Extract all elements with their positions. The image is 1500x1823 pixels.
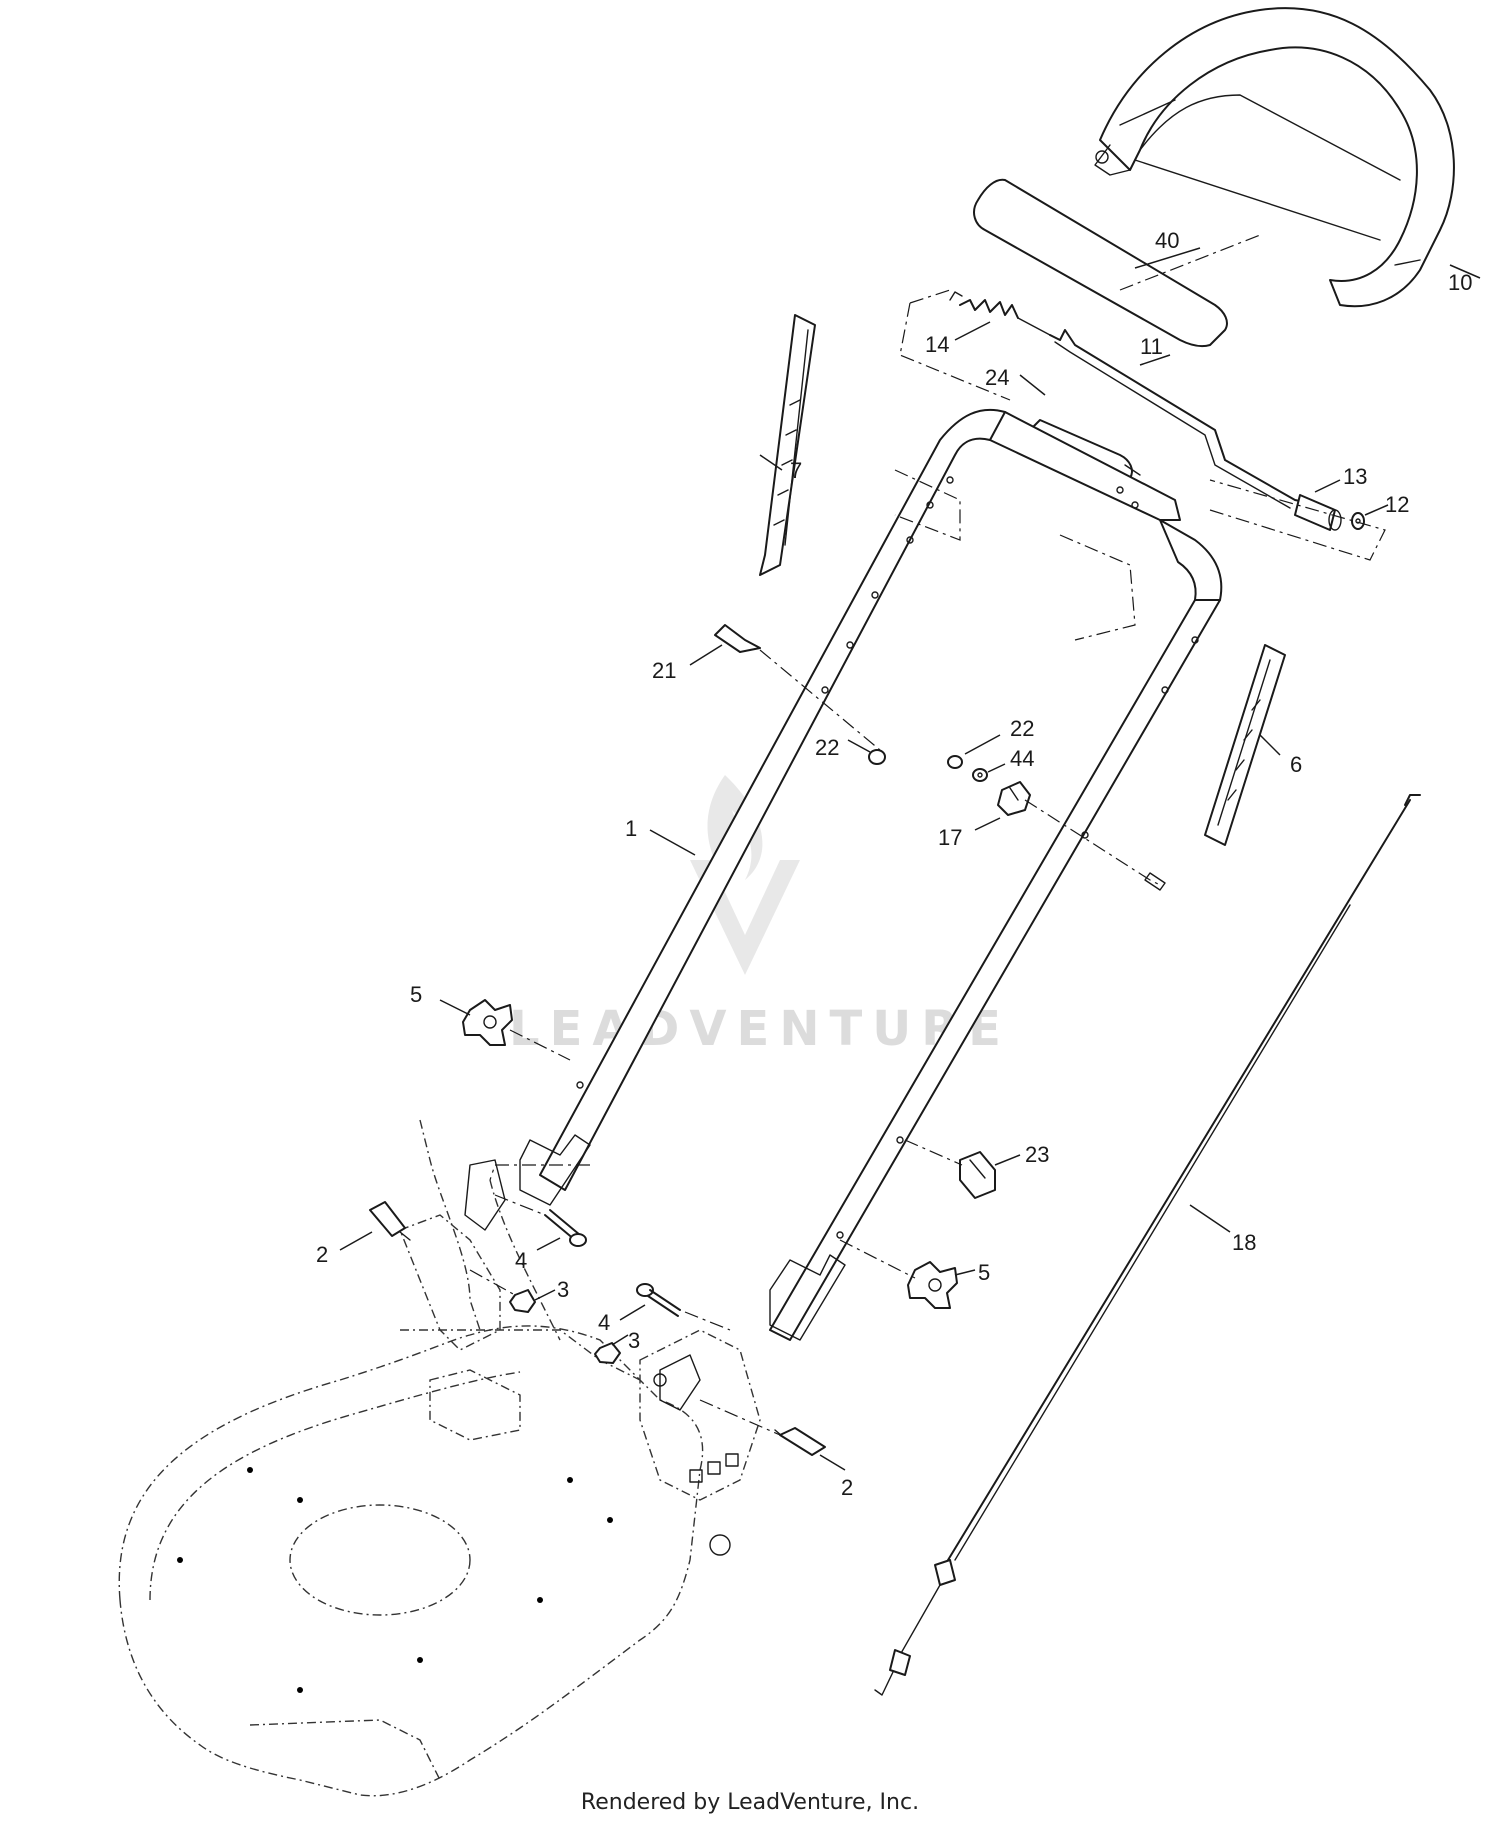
leader-12 [1364,504,1389,516]
part-44-washer [972,768,988,782]
leader-14 [954,321,991,341]
leader-24 [1019,374,1046,396]
leader-4-right [619,1304,646,1321]
part-14-spring [949,291,1051,336]
callout-5-lower: 5 [978,1260,990,1285]
part-40-grip [973,178,1261,348]
part-23-guide [959,1151,996,1199]
part-3-nut-right [594,1342,621,1364]
part-18-cable [874,794,1421,1696]
leader-1 [649,829,696,856]
part-5-knob-upper [462,999,513,1046]
leader-3-left [534,1289,556,1301]
part-5-knob-lower [907,1261,958,1309]
leader-2-right [819,1454,846,1471]
leader-5-lower [954,1269,976,1276]
callout-18: 18 [1232,1230,1256,1255]
callout-1: 1 [625,816,637,841]
callout-2-left: 2 [316,1242,328,1267]
leader-5-upper [439,999,471,1016]
leader-23 [994,1154,1021,1166]
callout-4-left: 4 [515,1248,527,1273]
part-21-clip [714,624,761,653]
leader-10 [1449,264,1481,279]
leader-4-left [536,1237,561,1251]
callout-7: 7 [790,458,802,483]
part-2-pin-left [369,1201,411,1241]
leader-13 [1314,479,1341,493]
part-10-bail [1094,7,1455,308]
callout-44: 44 [1010,746,1034,771]
part-22-nut-lower [947,755,963,769]
mower-deck [118,1119,761,1797]
leader-6 [1259,734,1281,756]
leader-18 [1189,1204,1231,1233]
part-11-rod [1049,329,1306,509]
callout-13: 13 [1343,464,1367,489]
part-6-cord-guide [1204,644,1286,846]
part-22-nut-upper [868,749,886,765]
part-2-pin-right [774,1427,826,1456]
callout-3-left: 3 [557,1277,569,1302]
callout-17: 17 [938,825,962,850]
callout-4-right: 4 [598,1310,610,1335]
leader-7 [759,454,783,471]
leader-40 [1134,247,1201,269]
callout-6: 6 [1290,752,1302,777]
callout-22-upper: 22 [815,735,839,760]
callouts: 10 40 14 11 24 7 13 12 21 22 22 44 6 1 1… [316,228,1472,1500]
callout-22-lower: 22 [1010,716,1034,741]
part-4-bolt-left [544,1209,587,1247]
leader-21 [689,644,723,666]
part-7-cord-guide [759,314,816,576]
leader-3-right [611,1334,629,1346]
callout-12: 12 [1385,492,1409,517]
part-17-cable-clip [997,781,1031,816]
leader-22-upper [847,739,871,753]
part-4-bolt-right [636,1283,681,1317]
callout-10: 10 [1448,270,1472,295]
part-12-washer [1351,512,1365,530]
callout-2-right: 2 [841,1475,853,1500]
callout-5-upper: 5 [410,982,422,1007]
leader-17 [974,817,1001,831]
callout-11: 11 [1140,334,1163,359]
leader-2-left [339,1231,373,1251]
render-credit: Rendered by LeadVenture, Inc. [580,1790,920,1815]
part-3-nut-left [509,1289,536,1313]
callout-21: 21 [652,658,676,683]
leader-22-lower [964,734,1001,755]
leader-44 [987,763,1006,773]
callout-24: 24 [985,365,1009,390]
watermark-text: LEADVENTURE [509,1001,1011,1057]
part-1-handle [519,408,1223,1341]
callout-3-right: 3 [628,1328,640,1353]
callout-14: 14 [925,332,949,357]
part-13-ferrule [1294,494,1342,531]
callout-40: 40 [1155,228,1179,253]
callout-23: 23 [1025,1142,1049,1167]
leader-11 [1139,354,1171,366]
